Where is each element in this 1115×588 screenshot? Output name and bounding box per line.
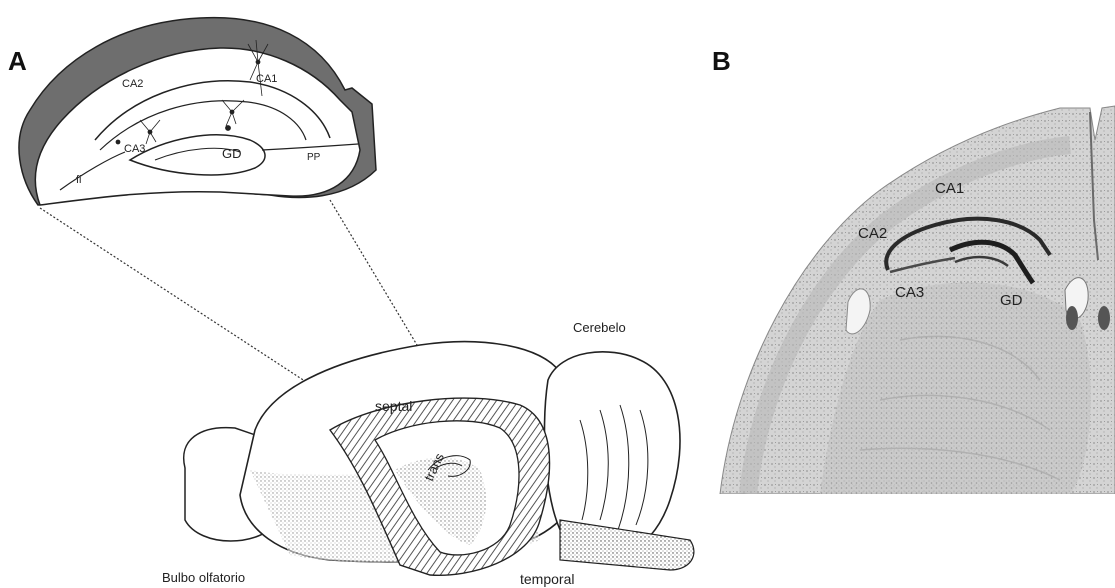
label-bulbo-olfatorio: Bulbo olfatorio bbox=[162, 570, 245, 585]
b-label-ca1: CA1 bbox=[935, 180, 964, 197]
label-temporal: temporal bbox=[520, 571, 574, 587]
inset-label-gd: GD bbox=[222, 146, 242, 161]
dark-nucleus-right bbox=[1098, 306, 1110, 330]
label-septal: septal bbox=[375, 398, 412, 414]
label-cerebelo: Cerebelo bbox=[573, 320, 626, 335]
b-label-gd: GD bbox=[1000, 292, 1023, 309]
inset-label-pp: PP bbox=[307, 152, 321, 163]
dark-nucleus-left bbox=[1066, 306, 1078, 330]
inset-label-ca3: CA3 bbox=[124, 143, 145, 155]
inset-label-ca2: CA2 bbox=[122, 78, 143, 90]
b-label-ca2: CA2 bbox=[858, 225, 887, 242]
inset-label-ca1: CA1 bbox=[256, 73, 277, 85]
b-label-ca3: CA3 bbox=[895, 284, 924, 301]
rat-brain-drawing: Cerebelo septal trans Bulbo olfatorio te… bbox=[162, 320, 694, 587]
panel-a-letter: A bbox=[8, 46, 27, 76]
hippocampus-inset: CA2 CA1 CA3 GD PP fi bbox=[19, 18, 376, 205]
coronal-section-image: CA1 CA2 CA3 GD bbox=[720, 106, 1115, 494]
panel-b-letter: B bbox=[712, 46, 731, 76]
inset-label-fi: fi bbox=[76, 174, 82, 186]
